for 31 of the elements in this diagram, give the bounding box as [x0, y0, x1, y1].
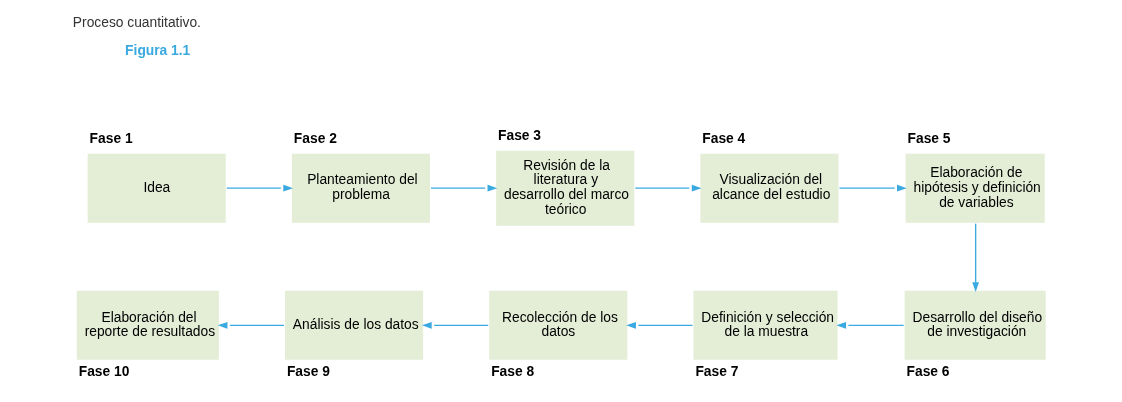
- arrow: [634, 184, 702, 192]
- node-box: Elaboración de hipótesis y definición de variables: [905, 153, 1045, 223]
- node-box: Recolección de los datos: [489, 290, 628, 360]
- diagram-title: Proceso cuantitativo.: [72, 14, 201, 31]
- node-box: Planteamiento del problema: [291, 153, 430, 223]
- arrow: [430, 184, 498, 192]
- node-label: Fase 9: [286, 362, 330, 379]
- node-box: Visualización del alcance del estudio: [700, 153, 839, 223]
- node-label: Fase 10: [78, 362, 130, 379]
- node-label: Fase 4: [702, 129, 746, 146]
- arrow: [422, 321, 489, 329]
- node-box: Revisión de la literatura y desarrollo del marco teórico: [496, 150, 635, 226]
- arrow: [838, 184, 907, 192]
- arrow: [217, 321, 285, 329]
- node-box: Elaboración del reporte de resultados: [76, 290, 219, 360]
- node-box: Análisis de los datos: [285, 290, 424, 360]
- label: Figura 1.1: [125, 42, 191, 59]
- arrow: [626, 321, 694, 329]
- node-label: Fase 3: [498, 127, 542, 144]
- arrow: [972, 223, 980, 292]
- node-label: Fase 6: [906, 362, 950, 379]
- node-label: Fase 7: [695, 362, 739, 379]
- arrow: [226, 184, 293, 192]
- node-label: Fase 2: [293, 129, 337, 146]
- node-box: Definición y selección de la muestra: [693, 290, 838, 360]
- node-box: Desarrollo del diseño de investigación: [904, 290, 1046, 360]
- node-label: Fase 8: [491, 362, 535, 379]
- node-label: Fase 1: [89, 129, 133, 146]
- node-box: Idea: [87, 153, 226, 223]
- node-label: Fase 5: [907, 129, 951, 146]
- arrow: [836, 321, 905, 329]
